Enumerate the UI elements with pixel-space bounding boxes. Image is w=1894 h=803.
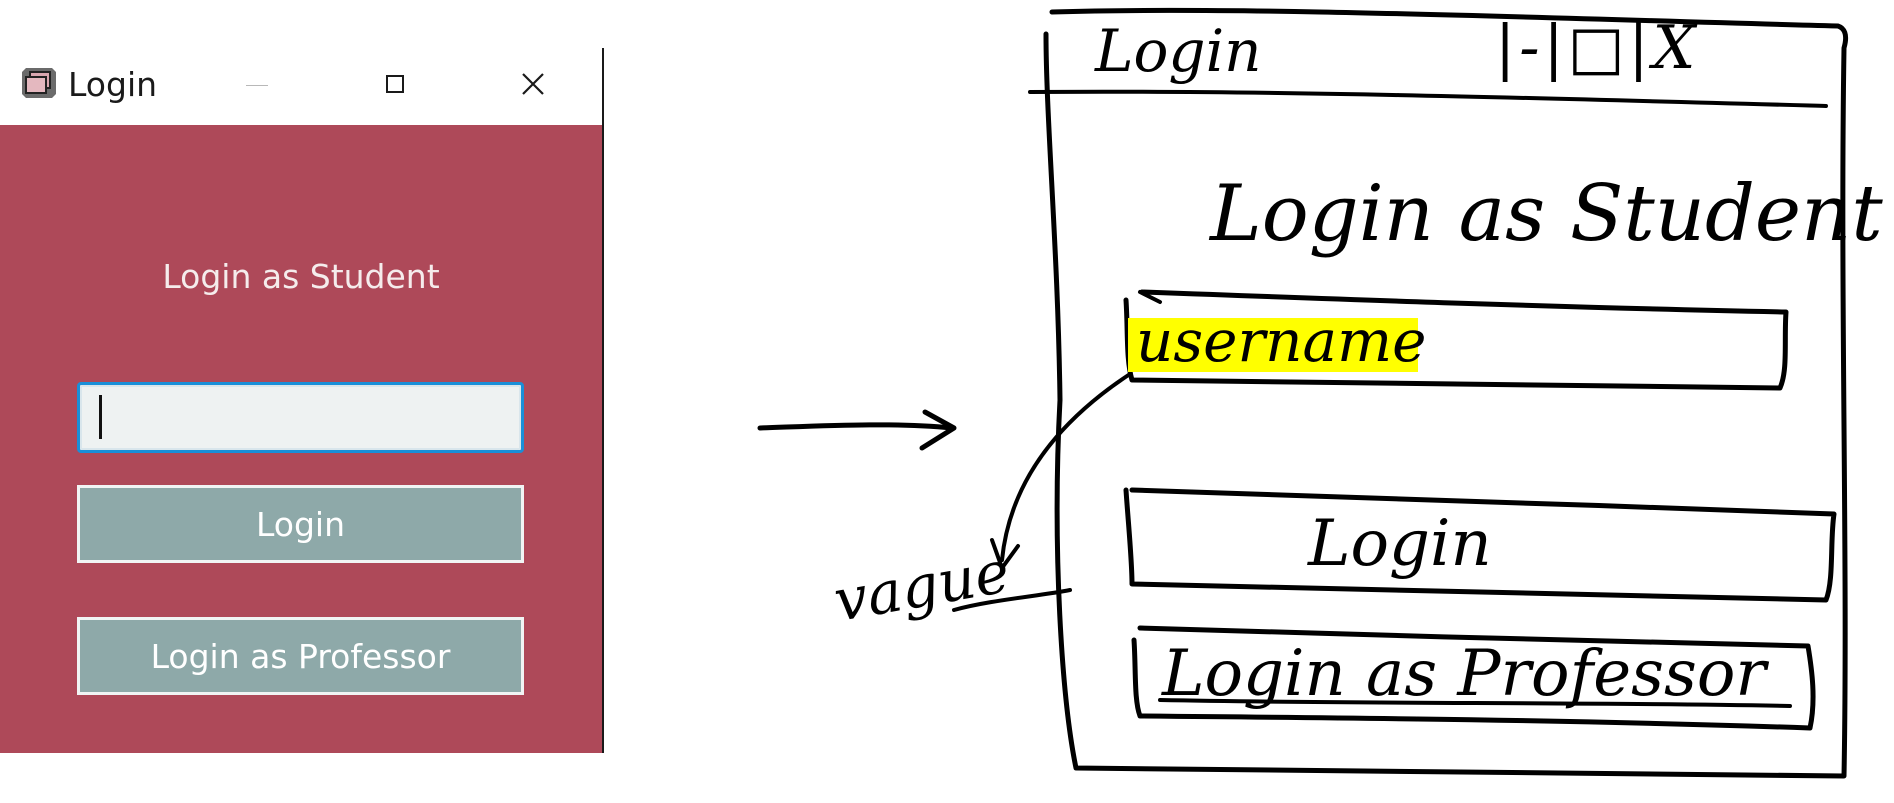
sketch-username-box [1123,289,1789,391]
minimize-icon [246,84,268,86]
login-as-professor-button[interactable]: Login as Professor [77,617,524,695]
username-highlight [1128,318,1418,372]
maximize-button[interactable] [350,48,440,120]
sketch-window-title: Login [1095,17,1262,85]
close-icon [522,73,544,95]
window-title: Login [68,65,158,104]
sketch-window-frame [1043,7,1849,779]
sketch-login-box [1123,487,1837,603]
title-bar[interactable]: Login [0,48,602,125]
sketch-professor-box [1131,625,1816,731]
sketch-professor-label: Login as Professor [1162,637,1766,711]
text-caret [99,395,102,439]
maximize-icon [386,75,404,93]
sketch-caption-controls: |-|□|X [1495,13,1700,83]
form-heading: Login as Student [162,257,440,296]
wireframe-sketch: Login |-|□|X Login as Student username L… [740,0,1894,803]
arrow-icon [757,422,955,431]
username-input[interactable] [77,382,524,453]
app-window-icon [22,68,56,98]
minimize-button[interactable] [212,48,302,120]
login-button[interactable]: Login [77,485,524,563]
login-window: Login Login as Student Login Login as Pr… [0,48,603,753]
login-form-panel: Login as Student Login Login as Professo… [0,125,602,753]
annotation-pointer [1000,372,1132,562]
window-border [602,48,604,753]
close-button[interactable] [488,48,578,120]
sketch-heading: Login as Student [1210,169,1883,259]
sketch-username-placeholder: username [1136,307,1427,375]
sketch-login-label: Login [1308,507,1492,581]
